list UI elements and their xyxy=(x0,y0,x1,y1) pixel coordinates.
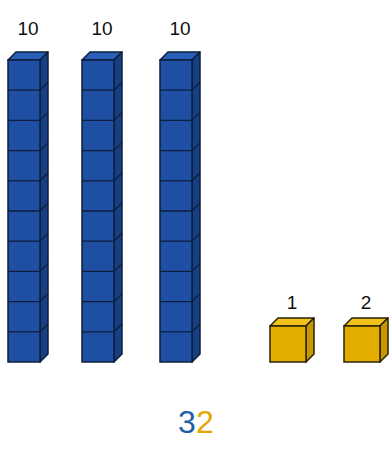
cube-count: 1 xyxy=(287,293,298,312)
cube-count: 2 xyxy=(361,293,372,312)
ten-rod xyxy=(82,52,122,362)
rod-count: 10 xyxy=(91,19,112,38)
tens-digit: 3 xyxy=(178,406,196,438)
ten-rod xyxy=(160,52,200,362)
unit-cube xyxy=(344,318,388,362)
rod-count: 10 xyxy=(169,19,190,38)
rod-count: 10 xyxy=(17,19,38,38)
ones-digit: 2 xyxy=(196,406,214,438)
ten-rod xyxy=(8,52,48,362)
unit-cube xyxy=(270,318,314,362)
